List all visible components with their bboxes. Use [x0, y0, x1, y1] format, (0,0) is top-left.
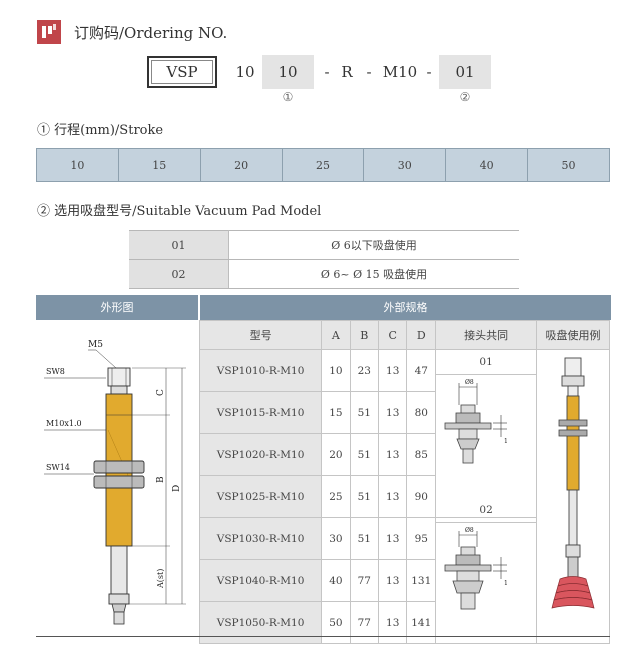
stroke-cell: 20	[199, 148, 283, 182]
stroke-cell: 15	[117, 148, 201, 182]
label-sw8: SW8	[46, 367, 65, 376]
code-prefix: VSP	[147, 56, 217, 88]
row-c: 13	[378, 391, 408, 434]
outline-header: 外形图	[36, 295, 198, 320]
pad-code: 01	[129, 230, 229, 260]
label-sw14: SW14	[46, 463, 70, 472]
pad-code: 02	[129, 259, 229, 289]
code-pad: 01	[439, 55, 491, 89]
page-title: 订购码/Ordering NO.	[74, 24, 228, 42]
row-b: 77	[349, 601, 380, 644]
marker-1: ①	[282, 90, 294, 104]
label-c: C	[156, 389, 166, 396]
ordering-icon	[37, 20, 61, 44]
row-c: 13	[378, 517, 408, 560]
code-dash: -	[324, 63, 330, 81]
outline-drawing: M5 SW8 M10x1.0 SW14 C B D A(st)	[44, 340, 186, 625]
col-joint: 接头共同	[435, 320, 538, 350]
row-model: VSP1030-R-M10	[198, 517, 323, 560]
row-a: 25	[321, 475, 351, 518]
joint-label-02: 02	[436, 498, 537, 523]
bottom-divider	[36, 636, 610, 637]
label-d: D	[172, 485, 182, 492]
row-a: 15	[321, 391, 351, 434]
row-d: 85	[406, 433, 437, 476]
row-c: 13	[378, 475, 408, 518]
row-b: 23	[349, 349, 380, 392]
col-a: A	[321, 320, 351, 350]
stroke-table: 10 15 20 25 30 40 50	[36, 148, 610, 182]
row-c: 13	[378, 433, 408, 476]
row-model: VSP1010-R-M10	[198, 349, 323, 392]
spec-table: 型号 A B C D 接头共同 吸盘使用例 VSP1010-R-M10 10 2…	[198, 320, 610, 644]
joint-01-dim: Ø8	[465, 379, 474, 386]
stroke-title: ① 行程(mm)/Stroke	[37, 123, 164, 138]
joint-01-drawing: Ø8 1	[444, 379, 508, 464]
row-d: 90	[406, 475, 437, 518]
joint-02-dim: Ø8	[465, 527, 474, 534]
row-b: 51	[349, 391, 380, 434]
joint-01-side: 1	[504, 438, 508, 445]
row-d: 95	[406, 517, 437, 560]
col-model: 型号	[198, 320, 323, 350]
code-thread: M10	[382, 63, 418, 81]
row-b: 51	[349, 475, 380, 518]
row-a: 40	[321, 559, 351, 602]
row-model: VSP1025-R-M10	[198, 475, 323, 518]
row-d: 80	[406, 391, 437, 434]
pad-desc: Ø 6~ Ø 15 吸盘使用	[228, 259, 519, 289]
row-b: 51	[349, 433, 380, 476]
pad-table: 01 Ø 6以下吸盘使用 02 Ø 6~ Ø 15 吸盘使用	[129, 230, 519, 289]
row-model: VSP1050-R-M10	[198, 601, 323, 644]
row-d: 131	[406, 559, 437, 602]
row-b: 51	[349, 517, 380, 560]
col-d: D	[406, 320, 437, 350]
row-a: 30	[321, 517, 351, 560]
label-m5: M5	[88, 340, 103, 350]
stroke-cell: 50	[527, 148, 610, 182]
label-b: B	[156, 476, 166, 483]
example-cell	[536, 349, 610, 644]
col-example: 吸盘使用例	[536, 320, 610, 350]
row-c: 13	[378, 559, 408, 602]
row-a: 50	[321, 601, 351, 644]
row-model: VSP1015-R-M10	[198, 391, 323, 434]
pad-example-drawing	[551, 357, 595, 609]
stroke-cell: 30	[363, 148, 447, 182]
row-model: VSP1020-R-M10	[198, 433, 323, 476]
row-b: 77	[349, 559, 380, 602]
code-stroke: 10	[262, 55, 314, 89]
row-c: 13	[378, 601, 408, 644]
stroke-cell: 25	[281, 148, 365, 182]
row-d: 47	[406, 349, 437, 392]
row-a: 10	[321, 349, 351, 392]
row-c: 13	[378, 349, 408, 392]
joint-02-drawing: Ø8 1	[444, 527, 508, 610]
spec-header: 外部规格	[199, 295, 611, 320]
pad-desc: Ø 6以下吸盘使用	[228, 230, 519, 260]
code-dash: -	[426, 63, 432, 81]
code-r: R	[341, 63, 353, 81]
row-model: VSP1040-R-M10	[198, 559, 323, 602]
stroke-cell: 40	[445, 148, 529, 182]
col-b: B	[349, 320, 380, 350]
pad-title: ② 选用吸盘型号/Suitable Vacuum Pad Model	[37, 204, 322, 219]
code-series: 10	[235, 63, 255, 81]
row-d: 141	[406, 601, 437, 644]
joint-label-01: 01	[436, 350, 537, 375]
marker-2: ②	[459, 90, 471, 104]
joint-02-side: 1	[504, 580, 508, 587]
col-c: C	[378, 320, 408, 350]
joint-cell-01: 01 Ø8 1	[435, 349, 538, 518]
code-dash: -	[366, 63, 372, 81]
stroke-cell: 10	[36, 148, 119, 182]
label-m10: M10x1.0	[46, 419, 82, 428]
row-a: 20	[321, 433, 351, 476]
joint-cell-02: 02 Ø8 1	[435, 498, 538, 644]
label-a: A(st)	[156, 569, 165, 589]
